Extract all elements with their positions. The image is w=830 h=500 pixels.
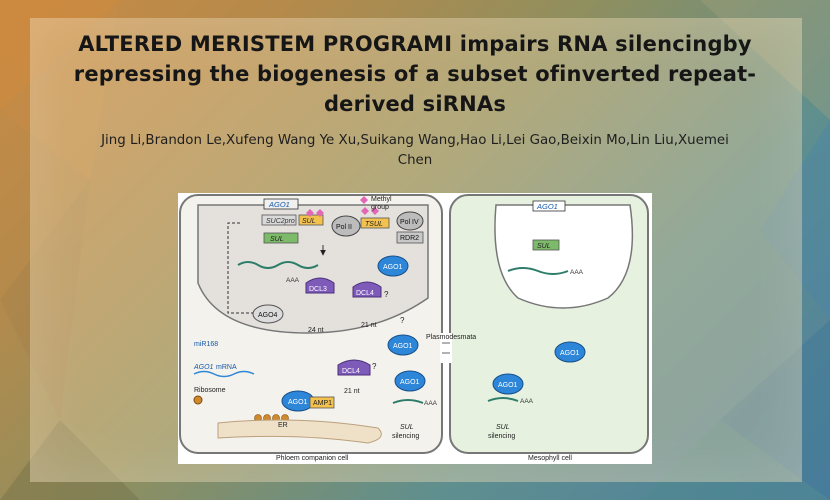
plasmodesmata-label: Plasmodesmata [426,334,476,341]
question-2: ? [400,316,405,325]
ago1-meso-gene: AGO1 [536,202,558,211]
er-label: ER [278,422,288,429]
ago1-cyto-label: AGO1 [393,343,413,350]
nt24-label: 24 nt [308,327,324,334]
pol4-label: Pol IV [400,219,419,226]
ago1-meso-1: AGO1 [560,350,580,357]
ago4-label: AGO4 [258,312,278,319]
amp1-label: AMP1 [313,400,332,407]
tsul-label: TSUL [365,221,383,228]
mir168-label: miR168 [194,341,218,348]
mesophyll-cell-label: Mesophyll cell [528,455,572,462]
silencing-left: silencing [392,433,419,440]
ago1-nucleus-label: AGO1 [383,264,403,271]
pol2-label: Pol II [336,224,352,231]
ago1-meso-2: AGO1 [498,382,518,389]
ago1-gene-label: AGO1 [268,200,290,209]
nt21-nucleus-label: 21 nt [361,322,377,329]
dcl4-cyto-label: DCL4 [342,368,360,375]
phloem-nucleus [197,204,429,334]
figure-diagram: AGO1 SUC2pro SUL SUL Pol II Methyl group… [178,193,652,464]
sul-gene-label: SUL [270,236,284,243]
group-label: group [371,204,389,211]
mesophyll-nucleus [494,204,634,309]
phloem-cell-label: Phloem companion cell [276,455,349,462]
paper-title: ALTERED MERISTEM PROGRAMI impairs RNA si… [73,32,757,116]
ago1-er-label: AGO1 [288,399,308,406]
question-3: ? [372,362,377,371]
dcl4-nucleus-label: DCL4 [356,290,374,297]
aaa-left-label: AAA [424,400,438,407]
dcl3-label: DCL3 [309,286,327,293]
sul-silence-right: SUL [496,424,510,431]
methyl-label: Methyl [371,196,392,203]
author-list: Jing Li,Brandon Le,Xufeng Wang Ye Xu,Sui… [101,133,729,168]
ribosome-label: Ribosome [194,387,226,394]
aaa-label: AAA [286,277,300,284]
ago1-mrna-gene: AGO1 [193,364,214,371]
ago1-mrna-word: mRNA [216,364,237,371]
sul-label: SUL [302,218,316,225]
sul-silence-left: SUL [400,424,414,431]
aaa-meso-label: AAA [570,269,584,276]
rdr2-label: RDR2 [400,235,419,242]
nt21-cyto-label: 21 nt [344,388,360,395]
question-1: ? [384,290,389,299]
suc2pro-label: SUC2pro [266,218,295,225]
sul-meso-gene: SUL [537,243,551,250]
aaa-right-label: AAA [520,398,534,405]
silencing-right: silencing [488,433,515,440]
ago1-silence-label: AGO1 [400,379,420,386]
